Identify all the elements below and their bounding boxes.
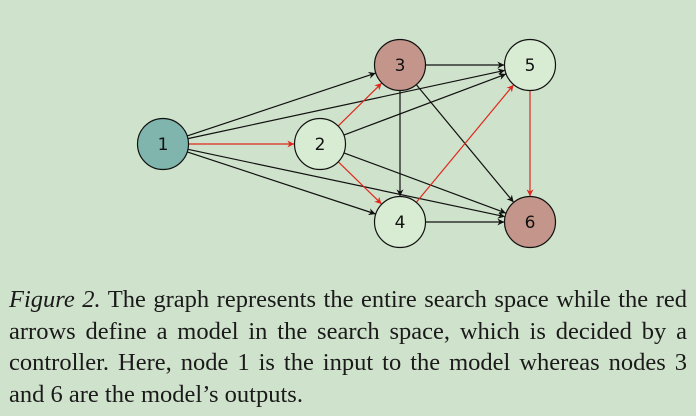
- edge-1-to-5: [187, 68, 505, 140]
- node-6-circle: [503, 195, 557, 249]
- figure-caption: Figure 2. The graph represents the entir…: [9, 284, 687, 410]
- node-1: 1: [136, 117, 190, 171]
- search-space-graph: 1 2 3 4 5 6: [136, 38, 557, 249]
- node-4: 4: [373, 195, 427, 249]
- edge-4-to-5: [415, 84, 514, 203]
- nodes-layer: 1 2 3 4 5 6: [136, 38, 557, 249]
- node-5: 5: [503, 38, 557, 92]
- edge-2-to-6: [343, 152, 506, 214]
- edge-2-to-5: [343, 73, 506, 136]
- caption-text: The graph represents the entire search s…: [9, 286, 687, 408]
- node-1-circle: [136, 117, 190, 171]
- node-4-circle: [373, 195, 427, 249]
- edge-1-to-6: [187, 148, 505, 219]
- figure-label: Figure 2.: [9, 286, 101, 313]
- edge-1-to-3: [187, 72, 376, 137]
- node-4-label: 4: [395, 213, 406, 233]
- edge-2-to-4: [337, 161, 382, 205]
- node-2-circle: [293, 117, 347, 171]
- node-6-label: 6: [525, 213, 536, 233]
- node-6: 6: [503, 195, 557, 249]
- node-5-label: 5: [525, 56, 536, 76]
- node-3-label: 3: [395, 56, 406, 76]
- node-2: 2: [293, 117, 347, 171]
- edges-layer: [187, 61, 534, 226]
- node-2-label: 2: [315, 135, 326, 155]
- node-3-circle: [373, 38, 427, 92]
- node-5-circle: [503, 38, 557, 92]
- node-1-label: 1: [158, 135, 169, 155]
- edge-2-to-3: [337, 82, 382, 127]
- edge-1-to-4: [187, 151, 376, 216]
- node-3: 3: [373, 38, 427, 92]
